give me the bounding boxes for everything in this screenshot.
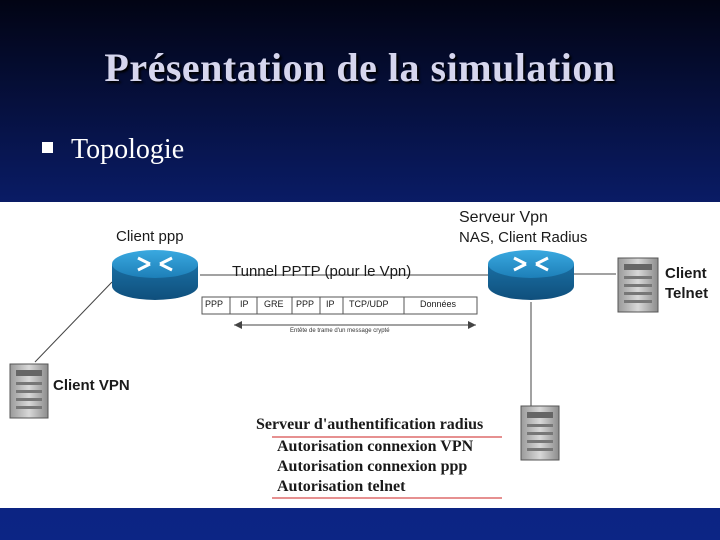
label-client-telnet-2: Telnet — [665, 285, 709, 302]
diagram-canvas — [9, 250, 659, 499]
bullet-item: Topologie — [42, 134, 184, 166]
bullet-square-icon — [42, 142, 53, 153]
packet-field-ppp-inner: PPP — [296, 299, 315, 309]
label-tunnel-pptp: Tunnel PPTP (pour le Vpn) — [232, 263, 412, 280]
packet-field-tcp-udp: TCP/UDP — [349, 299, 389, 309]
router-client-ppp-icon — [112, 250, 198, 300]
packet-field-donnees: Données — [420, 299, 457, 309]
packet-header-table — [201, 296, 478, 315]
auth-item-telnet: Autorisation telnet — [277, 478, 406, 495]
link-client-vpn — [34, 281, 113, 363]
slide-title: Présentation de la simulation — [104, 45, 616, 90]
label-nas-client-radius: NAS, Client Radius — [459, 229, 588, 246]
label-tunnel-caption: Entête de trame d'un message crypté — [290, 328, 390, 334]
router-server-vpn-icon — [488, 250, 574, 300]
server-client-telnet-icon — [617, 257, 659, 313]
packet-field-gre: GRE — [264, 299, 284, 309]
packet-field-ip: IP — [240, 299, 249, 309]
server-client-vpn-icon — [9, 363, 49, 419]
server-radius-icon — [520, 405, 560, 461]
packet-field-ppp: PPP — [205, 299, 224, 309]
bullet-text: Topologie — [71, 134, 185, 165]
label-radius-server: Serveur d'authentification radius — [256, 416, 484, 433]
auth-item-vpn: Autorisation connexion VPN — [277, 438, 474, 455]
packet-field-ip-inner: IP — [326, 299, 335, 309]
label-client-telnet-1: Client — [665, 265, 707, 282]
label-client-vpn: Client VPN — [53, 377, 130, 394]
auth-item-ppp: Autorisation connexion ppp — [277, 458, 468, 475]
label-serveur-vpn: Serveur Vpn — [459, 209, 548, 226]
topology-diagram: Client ppp Serveur Vpn NAS, Client Radiu… — [0, 202, 720, 508]
tunnel-span-arrow — [234, 321, 476, 329]
label-client-ppp: Client ppp — [116, 228, 184, 245]
